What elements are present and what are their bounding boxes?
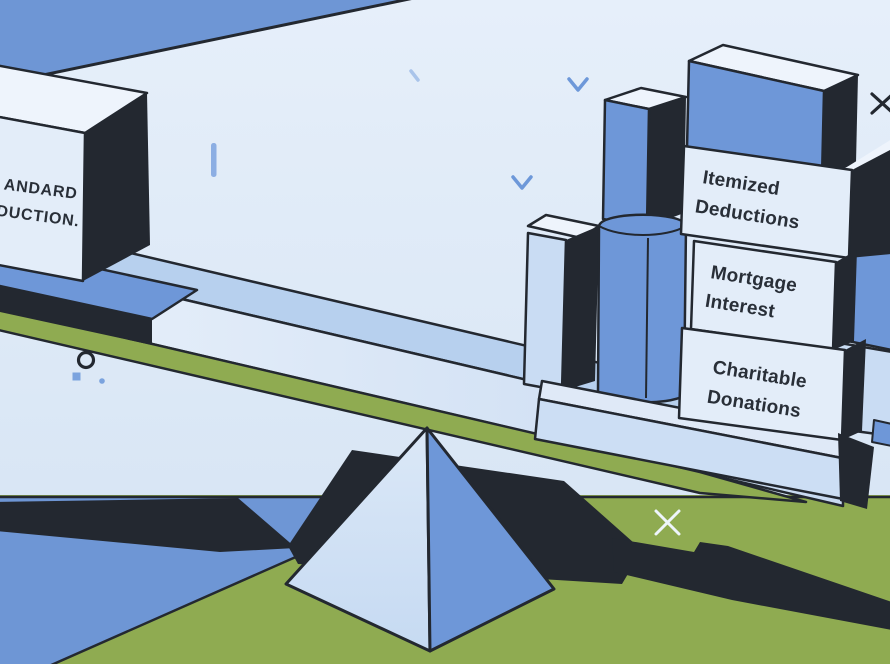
decorations	[72, 69, 890, 536]
pale-column-side	[562, 226, 599, 391]
mortgage-box-side	[833, 250, 857, 350]
cylinder-seam	[645, 237, 649, 399]
square-mark	[72, 372, 81, 381]
standard-deduction-box: ANDARD DUCTION.	[0, 64, 199, 345]
right-blue-sliver	[871, 419, 890, 447]
charitable-box-side	[842, 339, 866, 440]
blue-column-side	[647, 97, 686, 227]
chevron-down-icon-1	[567, 77, 589, 92]
fulcrum-pyramid	[284, 426, 556, 653]
pedestal-side	[0, 286, 152, 345]
box-right-side	[83, 93, 150, 281]
shadow-right	[612, 538, 890, 630]
itemized-box-side	[849, 150, 890, 258]
itemized-deductions-stack: Itemized Deductions Mortgage Interest Ch…	[522, 43, 890, 509]
cylinder-body	[596, 213, 688, 404]
tiny-dash-mark	[409, 69, 420, 82]
dash-mark	[211, 143, 217, 177]
dot-mark	[99, 378, 105, 384]
circle-mark	[76, 350, 96, 370]
top-blue-box-side	[822, 75, 858, 178]
plank-end-cap	[838, 433, 874, 509]
pale-column-front	[522, 231, 568, 393]
sky-corner	[0, 0, 412, 86]
blue-column-front	[601, 98, 651, 229]
x-mark-white-icon	[654, 509, 681, 536]
chevron-down-icon-2	[511, 175, 533, 190]
box-front-face	[0, 115, 87, 283]
pyramid-right-face	[425, 426, 556, 653]
shadow-left	[0, 498, 296, 552]
cylinder-rim	[598, 225, 687, 236]
